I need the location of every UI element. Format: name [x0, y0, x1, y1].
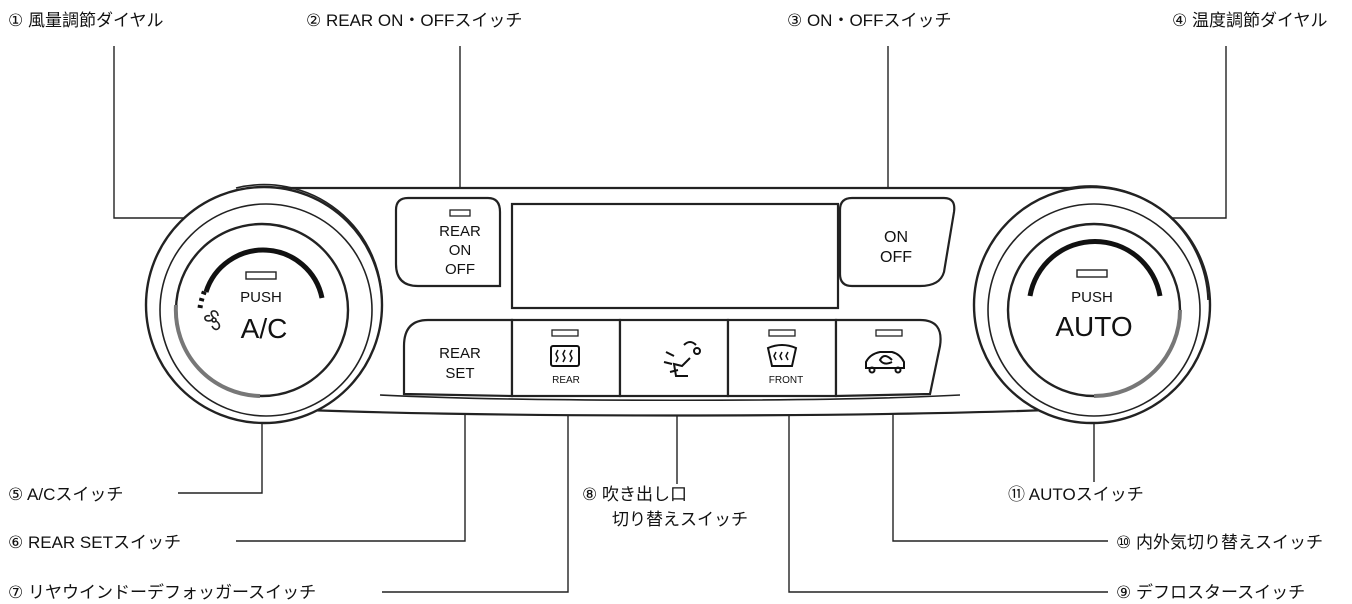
recirculation-button[interactable]: [834, 318, 942, 398]
rear-onoff-text-1: REAR: [439, 223, 481, 240]
callout-7: ⑦ リヤウインドーデフォッガースイッチ: [8, 582, 316, 602]
rear-defogger-icon: [550, 345, 580, 367]
auto-button[interactable]: PUSH AUTO: [1055, 289, 1132, 342]
rear-onoff-button[interactable]: REAR ON OFF: [394, 196, 502, 288]
air-outlet-icon: [663, 341, 701, 377]
fan-speed-dial[interactable]: [144, 183, 384, 425]
rear-set-button[interactable]: REAR SET: [402, 318, 514, 398]
callout-8-line2: 切り替えスイッチ: [612, 510, 748, 529]
callout-5: ⑤ A/Cスイッチ: [8, 485, 123, 504]
ac-button[interactable]: PUSH A/C: [204, 289, 288, 344]
callout-6: ⑥ REAR SETスイッチ: [8, 533, 181, 552]
rear-defogger-button[interactable]: REAR: [510, 318, 622, 398]
rear-defogger-led: [551, 329, 579, 337]
leader-line-6: [236, 394, 466, 542]
front-defroster-sub: FRONT: [769, 375, 803, 386]
callout-labels: ① 風量調節ダイヤル ② REAR ON・OFFスイッチ ③ ON・OFFスイッ…: [8, 11, 1327, 602]
callout-8-line1: ⑧ 吹き出し口: [582, 485, 687, 504]
display-window: [510, 202, 840, 310]
leader-line-10: [892, 394, 1108, 542]
callout-3: ③ ON・OFFスイッチ: [787, 11, 951, 30]
front-defroster-button[interactable]: FRONT: [726, 318, 838, 398]
callout-9: ⑨ デフロスタースイッチ: [1116, 582, 1305, 602]
rear-onoff-led: [449, 209, 471, 217]
leader-line-9: [788, 394, 1108, 593]
fan-scale-arc: [203, 247, 325, 299]
callout-4: ④ 温度調節ダイヤル: [1172, 11, 1327, 30]
recirculation-icon: [865, 351, 905, 374]
onoff-text-2: OFF: [880, 249, 912, 266]
rear-set-text-1: REAR: [439, 345, 481, 362]
ac-push-text: PUSH: [240, 289, 282, 306]
fan-icon: [204, 310, 221, 331]
fan-scale-dashes: [197, 286, 209, 309]
rear-set-text-2: SET: [445, 365, 474, 382]
onoff-text-1: ON: [884, 229, 908, 246]
rear-onoff-text-3: OFF: [445, 261, 475, 278]
rear-onoff-text-2: ON: [449, 242, 472, 259]
callout-2: ② REAR ON・OFFスイッチ: [306, 11, 522, 30]
auto-push-text: PUSH: [1071, 289, 1113, 306]
temp-scale-arc: [1027, 238, 1163, 297]
front-defroster-icon: [766, 344, 798, 367]
rear-defogger-sub: REAR: [552, 375, 580, 386]
auto-indicator-led: [1076, 269, 1108, 278]
ac-indicator-led: [245, 271, 277, 280]
recirculation-led: [875, 329, 903, 337]
callout-10: ⑩ 内外気切り替えスイッチ: [1116, 533, 1323, 552]
auto-label: AUTO: [1055, 311, 1132, 342]
leader-line-7: [382, 394, 569, 593]
outlet-mode-button[interactable]: [618, 318, 730, 398]
front-defroster-led: [768, 329, 796, 337]
temperature-dial[interactable]: [972, 185, 1212, 425]
panel-lower-lip: [379, 394, 961, 402]
callout-1: ① 風量調節ダイヤル: [8, 11, 163, 30]
ac-label: A/C: [241, 313, 288, 344]
onoff-button[interactable]: ON OFF: [838, 196, 956, 288]
callout-11: ⑪ AUTOスイッチ: [1008, 485, 1144, 504]
